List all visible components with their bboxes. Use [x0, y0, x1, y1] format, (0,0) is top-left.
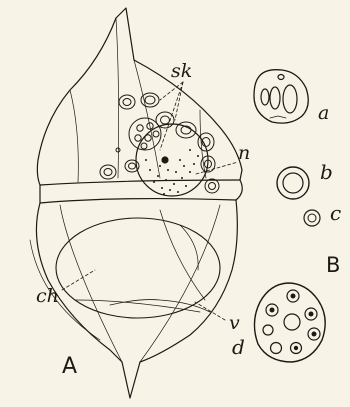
label-B: B	[326, 255, 340, 276]
skeletal-body-b	[277, 167, 309, 199]
label-sk: sk	[171, 62, 192, 81]
label-b: b	[320, 162, 333, 182]
label-c: c	[330, 203, 341, 223]
cell-outline	[30, 8, 242, 398]
label-a: a	[318, 104, 329, 123]
label-v: v	[229, 314, 240, 333]
label-d: d	[232, 337, 245, 357]
skeletal-body-c	[304, 210, 320, 226]
chromatophore-ch	[56, 218, 220, 318]
skeletal-body-d	[254, 283, 325, 362]
label-A: A	[62, 356, 77, 378]
skeletal-body-a	[254, 70, 308, 123]
label-n: n	[238, 144, 250, 163]
label-ch: ch	[36, 287, 59, 306]
